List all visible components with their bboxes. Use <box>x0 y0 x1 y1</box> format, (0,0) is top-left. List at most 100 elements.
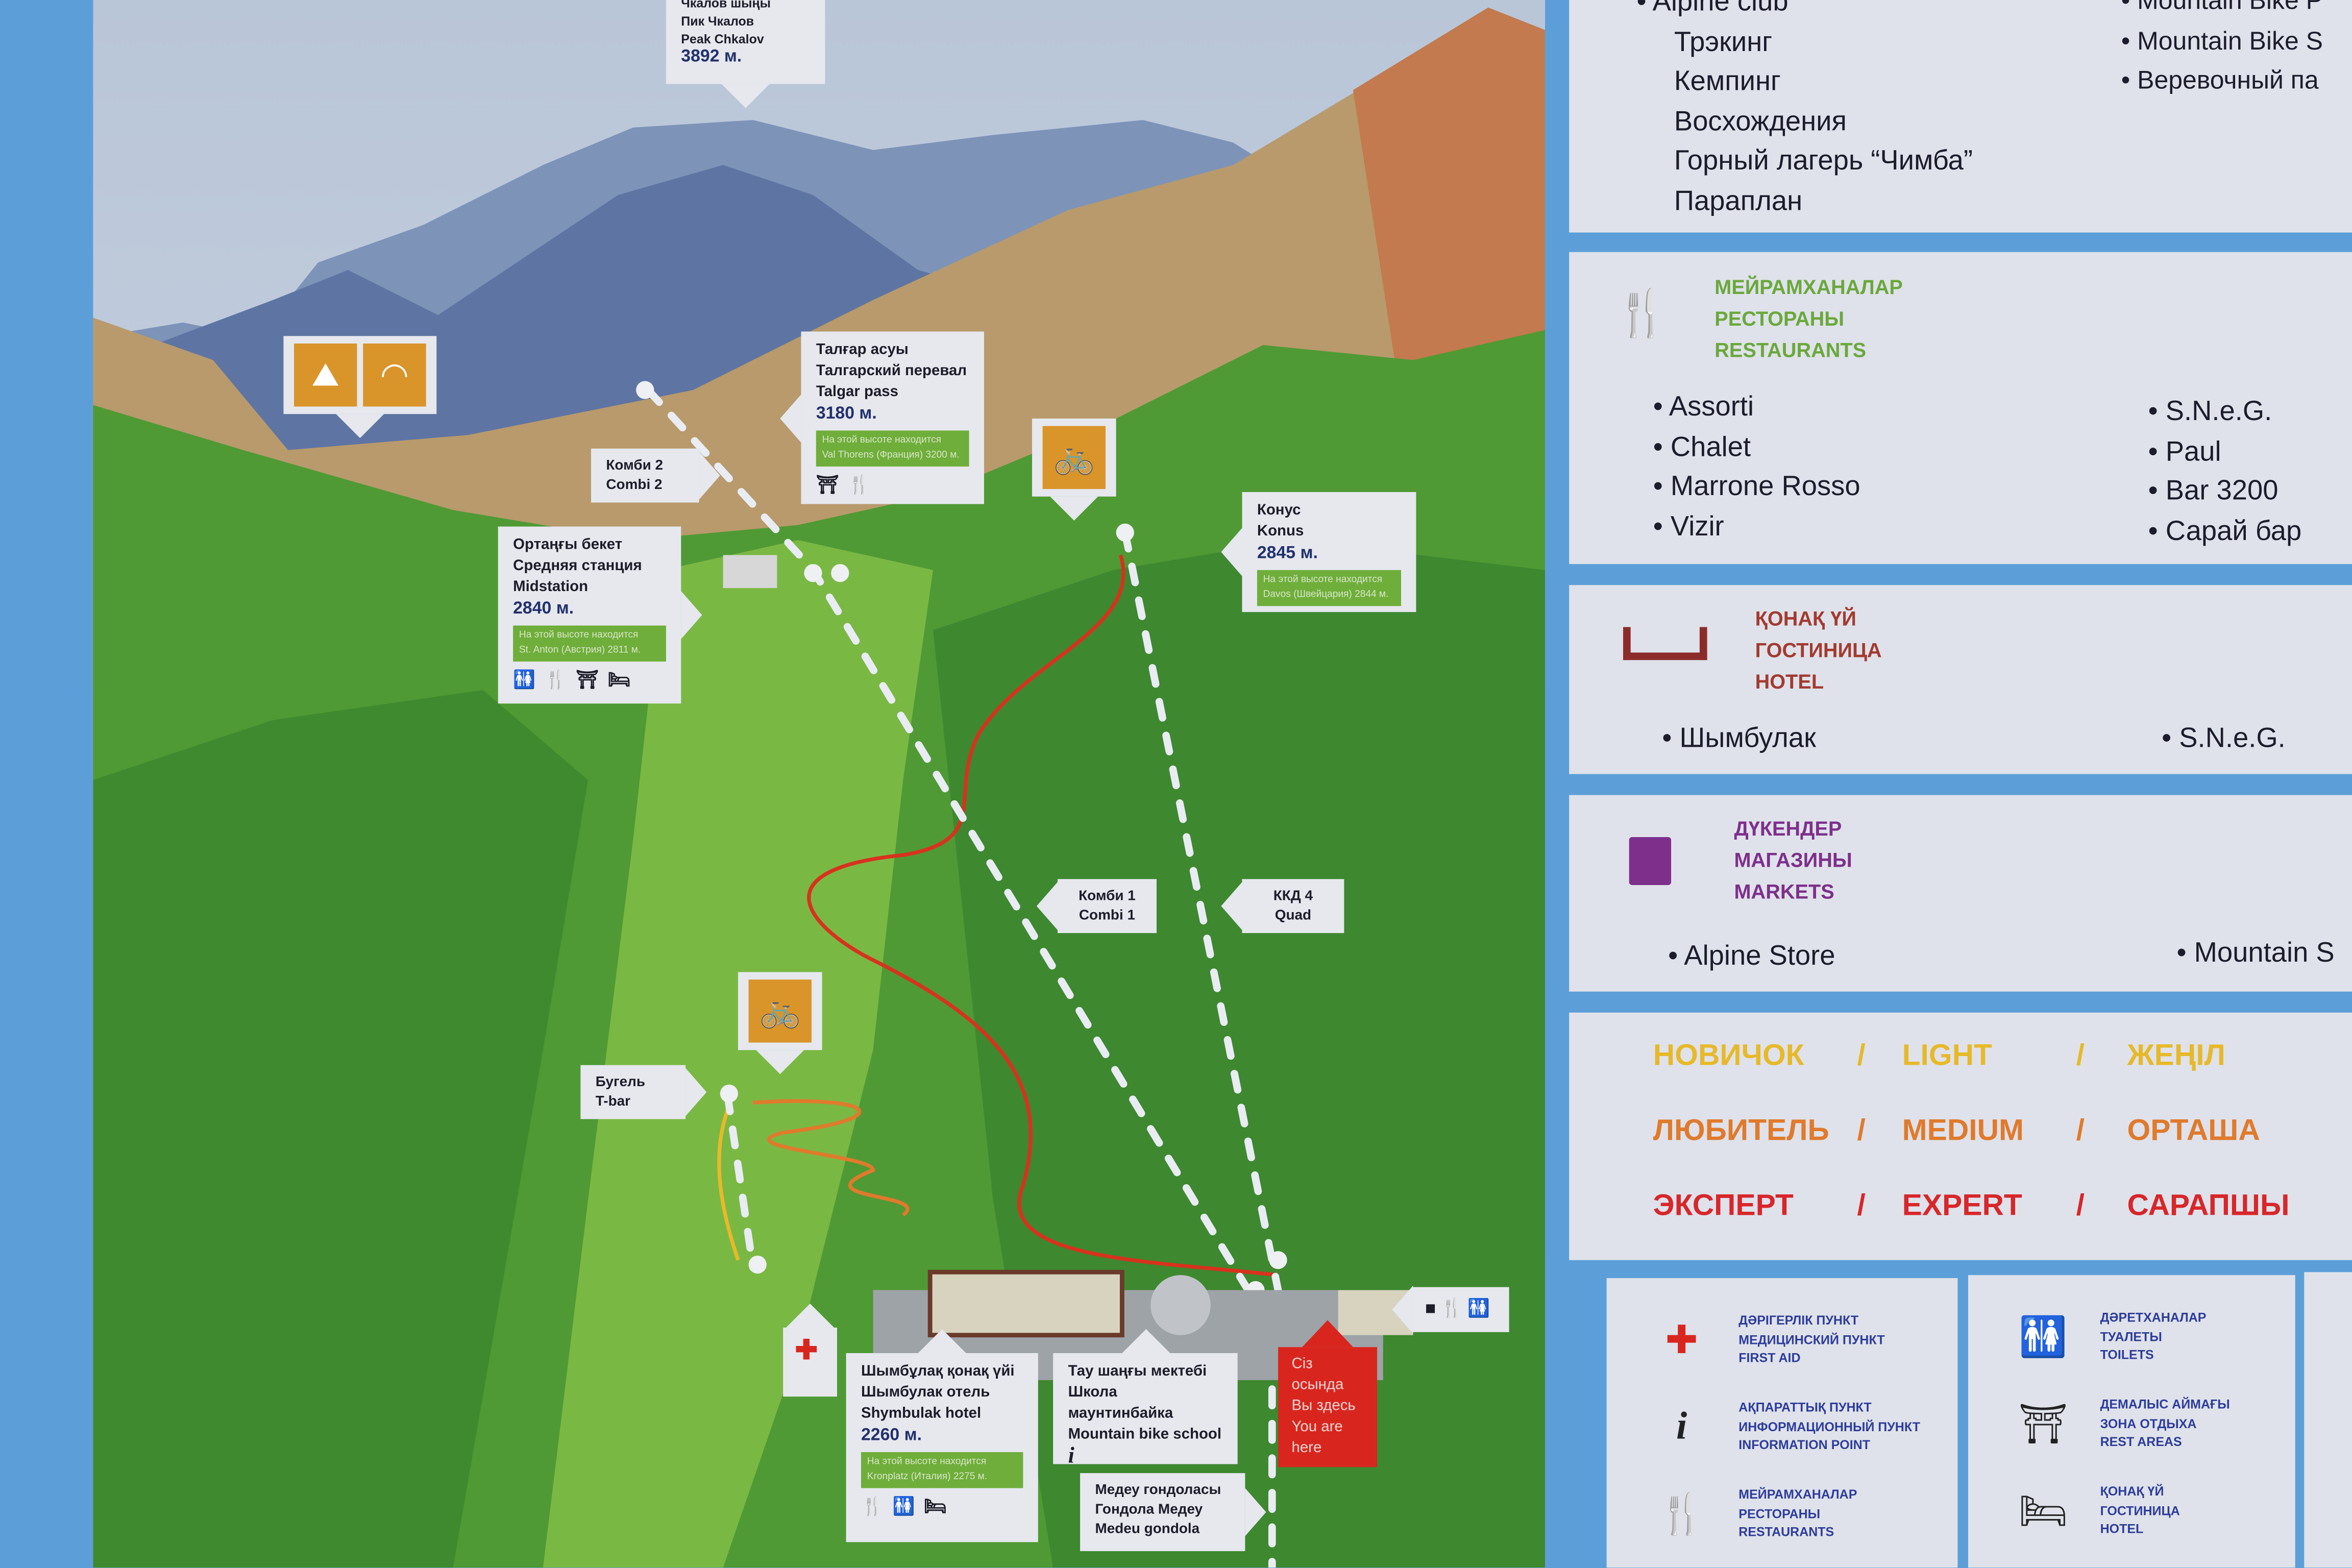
list-item: • Marrone Rosso <box>1653 469 1860 501</box>
altitude: 2845 м. <box>1257 544 1318 563</box>
legend-label-en: REST AREAS <box>2100 1434 2182 1450</box>
difficulty-label-en: EXPERT <box>1902 1189 2022 1223</box>
restaurant-icon: 🍴 <box>848 474 879 495</box>
market-item: • Alpine Store <box>1668 939 1835 971</box>
forest-slope-left <box>93 690 589 1568</box>
legend-label-kk: ДӘРЕТХАНАЛАР <box>2100 1309 2207 1325</box>
note-line: Davos (Швейцария) 2844 м. <box>1263 590 1389 600</box>
badge-bike[interactable]: 🚲 <box>1032 418 1116 521</box>
legend-label-en: TOILETS <box>2100 1347 2154 1362</box>
altitude: 3892 м. <box>681 48 742 66</box>
hotel-icon <box>1623 627 1707 660</box>
label-kk: Чкалов шыңы <box>681 0 771 11</box>
list-item: • S.N.e.G. <box>2148 394 2272 426</box>
restaurants-list-right: • S.N.e.G.• Paul• Bar 3200• Сарай бар <box>2148 391 2302 551</box>
activities-list-right: • Mountain Bike P• Mountain Bike S• Вере… <box>2121 0 2323 101</box>
label-kk: Тау шаңғы мектебі <box>1068 1363 1207 1380</box>
label-en: Mountain bike school <box>1068 1426 1222 1443</box>
bike-icon: 🚲 <box>1042 426 1106 489</box>
list-item: • Веревочный па <box>2121 66 2319 95</box>
separator: / <box>2076 1114 2085 1148</box>
note-line: St. Anton (Австрия) 2811 м. <box>519 645 641 656</box>
base-amenities[interactable]: ■🍴🚻 <box>1392 1285 1509 1334</box>
yellow-light-trail <box>717 1101 740 1261</box>
list-item: • Bar 3200 <box>2148 474 2278 506</box>
hotel-item: • S.N.e.G. <box>2162 721 2286 753</box>
legend-label-ru: ИНФОРМАЦИОННЫЙ ПУНКТ <box>1738 1418 1921 1434</box>
label-kk: Сіз осында <box>1291 1356 1344 1394</box>
title-kk: ҚОНАҚ ҮЙ <box>1755 607 1856 630</box>
separator: / <box>1857 1039 1866 1073</box>
difficulty-label-kk: ОРТАША <box>2127 1114 2260 1148</box>
ski-run <box>543 540 934 1568</box>
label-en: Quad <box>1275 908 1312 924</box>
rest-area-icon: ⛩ <box>816 474 848 495</box>
label-kk: Ортаңғы бекет <box>513 537 623 554</box>
amenity-icons: 🍴🚻🛏 <box>861 1496 1023 1516</box>
list-item: • Assorti <box>1653 390 1754 422</box>
info-icon: i <box>1676 1404 1687 1448</box>
legend-column-3 <box>2304 1272 2352 1568</box>
separator: / <box>2076 1039 2085 1073</box>
legend-label-kk: МЕЙРАМХАНАЛАР <box>1738 1486 1857 1502</box>
legend-label-kk: АҚПАРАТТЫҚ ПУНКТ <box>1738 1400 1872 1415</box>
shop-icon: ■ <box>1425 1297 1441 1319</box>
note-line: На этой высоте находится <box>519 630 639 641</box>
note-line: На этой высоте находится <box>822 435 942 446</box>
difficulty-label-en: MEDIUM <box>1902 1114 2024 1148</box>
legend-label-kk: ДӘРІГЕРЛІК ПУНКТ <box>1738 1312 1859 1328</box>
difficulty-label-kk: ЖЕҢІЛ <box>2127 1039 2225 1073</box>
legend-label-ru: МЕДИЦИНСКИЙ ПУНКТ <box>1738 1331 1885 1346</box>
separator: / <box>1857 1189 1866 1223</box>
info-icon: i <box>1068 1444 1074 1469</box>
list-item: Кемпинг <box>1674 64 1781 96</box>
difficulty-label-en: LIGHT <box>1902 1039 1992 1073</box>
legend-label-kk: ДЕМАЛЫС АЙМАҒЫ <box>2100 1396 2230 1412</box>
difficulty-label-ru: НОВИЧОК <box>1653 1039 1804 1073</box>
amenity-icons: ⛩🍴 <box>816 474 969 495</box>
altitude: 2260 м. <box>861 1426 922 1445</box>
first-aid-icon: ✚ <box>795 1335 818 1365</box>
hotel-item: • Шымбулак <box>1662 721 1816 753</box>
restaurant-icon: 🍴 <box>1440 1297 1467 1319</box>
altitude: 2840 м. <box>513 600 574 618</box>
label-ru: Талгарский перевал <box>816 363 967 380</box>
toilets-icon: 🚻 <box>513 669 545 690</box>
label-ru: Вы здесь <box>1291 1398 1356 1415</box>
first-aid-marker[interactable]: ✚ <box>783 1303 837 1397</box>
note-line: Kronplatz (Италия) 2275 м. <box>867 1472 988 1482</box>
label-en: Combi 1 <box>1079 908 1136 924</box>
badge-climbing-paragliding[interactable]: ⛰◠ <box>283 336 437 438</box>
legend-label-ru: ЗОНА ОТДЫХА <box>2100 1415 2197 1431</box>
badge-bike-school[interactable]: 🚲 <box>738 972 822 1074</box>
label-ru: Пик Чкалов <box>681 13 754 29</box>
restaurant-icon: 🍴 <box>1614 289 1671 339</box>
